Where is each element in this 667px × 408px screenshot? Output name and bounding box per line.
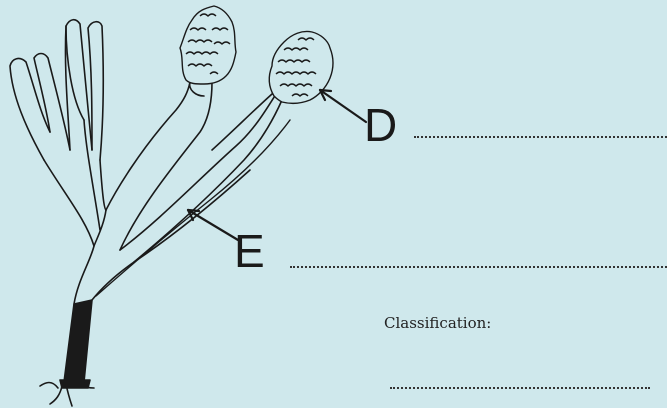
classification-label: Classification:: [384, 314, 491, 332]
left-fork-branches: [10, 20, 106, 230]
leader-line-d: [320, 90, 366, 122]
holdfast: [40, 380, 94, 406]
stipe: [64, 300, 92, 382]
label-d: D: [364, 102, 397, 148]
middle-branch: [106, 82, 212, 250]
leader-line-e: [188, 210, 238, 240]
answer-line-classification[interactable]: [390, 387, 650, 389]
label-e: E: [234, 228, 265, 274]
answer-line-e[interactable]: [290, 266, 667, 268]
answer-line-d[interactable]: [414, 136, 667, 138]
receptacle-left: [180, 6, 236, 84]
main-trunk-outline: [44, 160, 94, 304]
